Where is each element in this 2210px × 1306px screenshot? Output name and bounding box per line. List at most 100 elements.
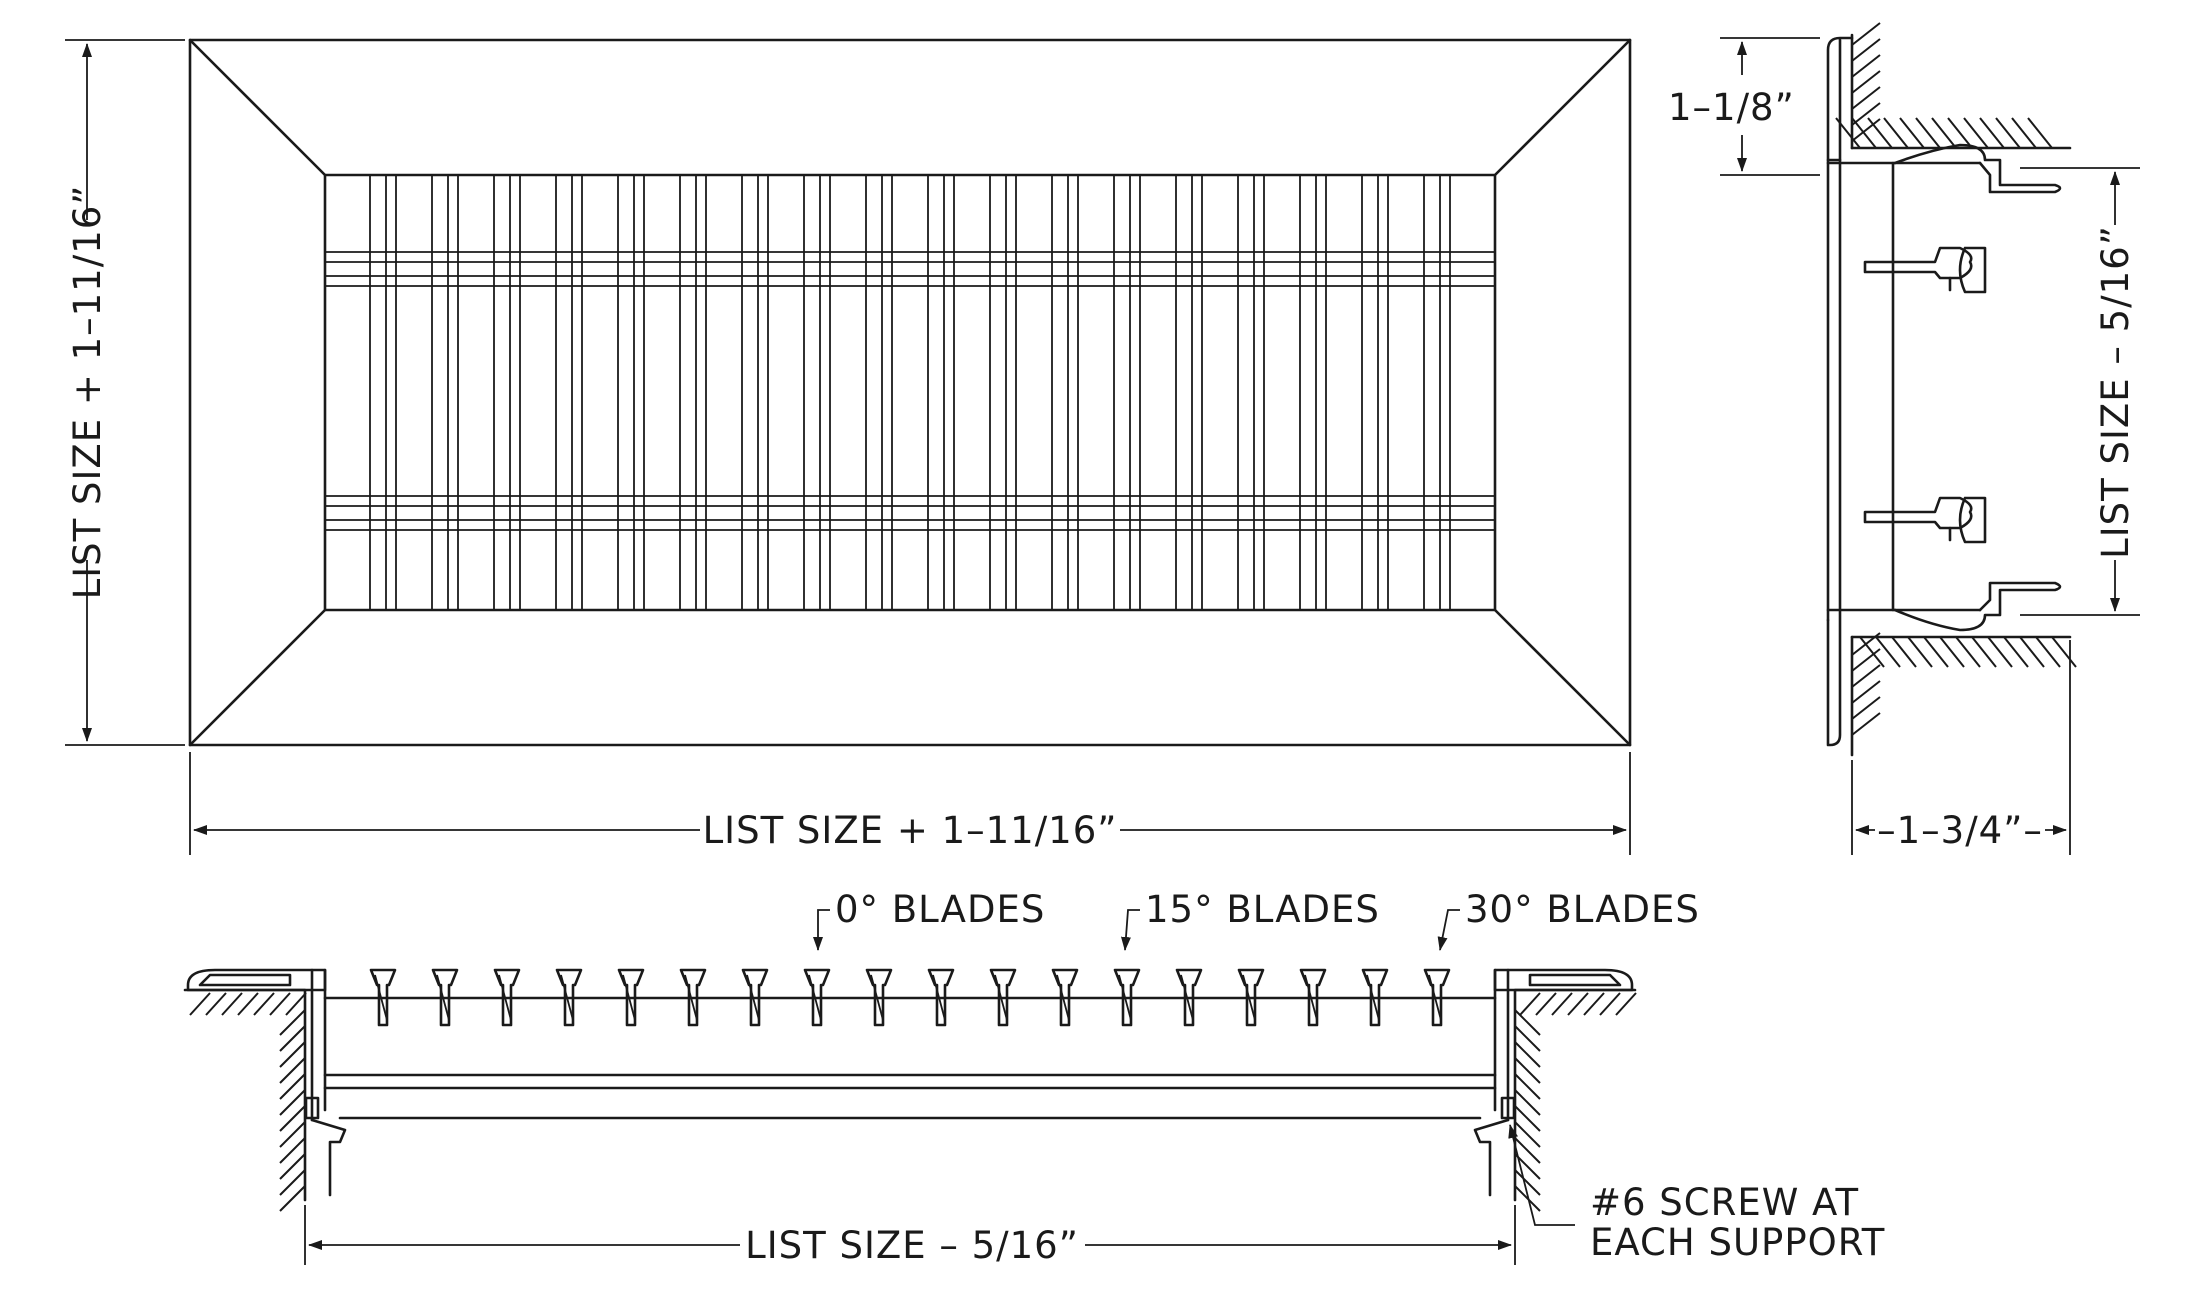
hatch-line [221, 992, 243, 1016]
hatch-line [1979, 117, 2005, 149]
hatch-line [1567, 992, 1589, 1016]
hatch-line [1875, 636, 1901, 668]
side-height-dimension: LIST SIZE – 5/16” [2020, 167, 2140, 616]
hatch-line [1514, 1105, 1541, 1132]
screw-label-line1: #6 SCREW AT [1590, 1181, 1859, 1224]
blades-30-label: 30° BLADES [1465, 888, 1700, 931]
blade-hatch [932, 974, 946, 1021]
hatch-line [279, 1073, 306, 1100]
section-callouts: 0° BLADES 15° BLADES 30° BLADES #6 SCREW… [813, 888, 1885, 1264]
blade-hatch [808, 974, 822, 1021]
front-width-label: LIST SIZE + 1–11/16” [703, 809, 1118, 852]
hatch-line [285, 992, 307, 1016]
hatch-line [1851, 712, 1881, 736]
hatch-line [1851, 118, 1881, 142]
side-depth-dimension: –1–3/4”– [1851, 640, 2071, 855]
front-view [188, 38, 1632, 747]
hatch-line [1939, 636, 1965, 668]
hatch-line [279, 1137, 306, 1164]
hatch-line [1987, 636, 2013, 668]
hatch-line [1867, 117, 1893, 149]
hatch-line [279, 1057, 306, 1084]
hatch-line [253, 992, 275, 1016]
section-width-dimension: LIST SIZE – 5/16” [304, 1205, 1516, 1267]
side-view [1826, 22, 2077, 757]
hatch-line [279, 1025, 306, 1052]
blades-15-label: 15° BLADES [1145, 888, 1380, 931]
blade-hatch [498, 974, 512, 1021]
hatch-line [1851, 680, 1881, 704]
hatch-line [1851, 632, 1881, 656]
hatch-line [1851, 38, 1881, 62]
hatch-line [205, 992, 227, 1016]
blade-hatch [870, 974, 884, 1021]
front-horizontal-bands [325, 251, 1495, 531]
blade-hatch [1304, 974, 1318, 1021]
hatch-line [1923, 636, 1949, 668]
hatch-line [1514, 1025, 1541, 1052]
hatch-line [279, 1153, 306, 1180]
hatch-line [1931, 117, 1957, 149]
hatch-line [2051, 636, 2077, 668]
section-view [183, 968, 1637, 1212]
hatch-line [1851, 648, 1881, 672]
hatch-line [1883, 117, 1909, 149]
blade-hatch [374, 974, 388, 1021]
side-height-label: LIST SIZE – 5/16” [2094, 225, 2137, 559]
hatch-line [1851, 54, 1881, 78]
hatch-line [237, 992, 259, 1016]
hatch-line [279, 1185, 306, 1212]
hatch-line [1851, 102, 1881, 126]
section-wall-hatch [189, 992, 1637, 1212]
hatch-line [1514, 1169, 1541, 1196]
hatch-line [1514, 1073, 1541, 1100]
screw-label-line2: EACH SUPPORT [1590, 1221, 1885, 1264]
side-depth-label: –1–3/4”– [1877, 809, 2043, 852]
section-width-label: LIST SIZE – 5/16” [745, 1224, 1079, 1267]
blade-hatch [1428, 974, 1442, 1021]
hatch-line [1514, 1041, 1541, 1068]
hatch-line [2011, 117, 2037, 149]
hatch-line [2035, 636, 2061, 668]
hatch-line [1859, 636, 1885, 668]
blade-hatch [746, 974, 760, 1021]
hatch-line [279, 1105, 306, 1132]
hatch-line [279, 1089, 306, 1116]
hatch-line [2027, 117, 2053, 149]
blade-hatch [560, 974, 574, 1021]
side-flange-dimension: 1–1/8” [1668, 37, 1820, 176]
hatch-line [1535, 992, 1557, 1016]
hatch-line [1514, 1057, 1541, 1084]
hatch-line [1519, 992, 1541, 1016]
hatch-line [1851, 70, 1881, 94]
blade-hatch [436, 974, 450, 1021]
hatch-line [1891, 636, 1917, 668]
section-blades [369, 968, 1451, 1027]
front-height-dimension: LIST SIZE + 1–11/16” [65, 39, 185, 746]
front-vertical-blades [369, 175, 1451, 610]
hatch-line [279, 1009, 306, 1036]
hatch-line [1995, 117, 2021, 149]
front-height-label: LIST SIZE + 1–11/16” [66, 185, 109, 600]
blade-hatch [684, 974, 698, 1021]
hatch-line [1514, 1137, 1541, 1164]
hatch-line [1514, 1009, 1541, 1036]
blades-0-label: 0° BLADES [835, 888, 1045, 931]
hatch-line [1851, 86, 1881, 110]
hatch-line [2003, 636, 2029, 668]
hatch-line [1615, 992, 1637, 1016]
hatch-line [1514, 1121, 1541, 1148]
hatch-line [1915, 117, 1941, 149]
blade-hatch [622, 974, 636, 1021]
hatch-line [279, 1121, 306, 1148]
hatch-line [2019, 636, 2045, 668]
side-flange-label: 1–1/8” [1668, 86, 1795, 129]
hatch-line [1851, 22, 1881, 46]
hatch-line [189, 992, 211, 1016]
blade-hatch [1056, 974, 1070, 1021]
hatch-line [1955, 636, 1981, 668]
blade-hatch [1118, 974, 1132, 1021]
front-width-dimension: LIST SIZE + 1–11/16” [189, 752, 1631, 855]
blade-hatch [1366, 974, 1380, 1021]
